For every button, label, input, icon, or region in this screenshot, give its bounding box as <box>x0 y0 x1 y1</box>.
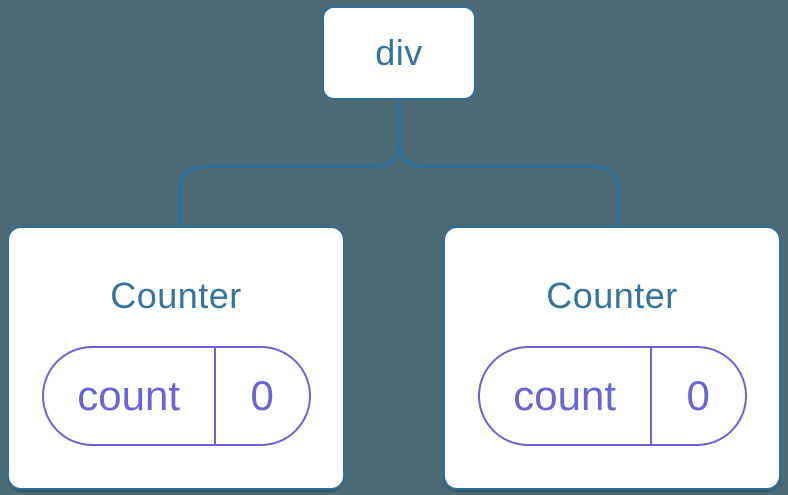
counter-left-state-value: 0 <box>250 372 274 419</box>
counter-node-left: Counter count 0 <box>7 226 345 490</box>
counter-right-title: Counter <box>546 275 678 316</box>
connector-path <box>178 97 620 229</box>
counter-right-state-pill: count 0 <box>477 346 747 446</box>
counter-node-right: Counter count 0 <box>443 226 781 490</box>
root-node-div: div <box>322 6 476 100</box>
root-node-label: div <box>375 32 423 73</box>
counter-right-state-value: 0 <box>686 372 710 419</box>
counter-left-title: Counter <box>110 275 242 316</box>
counter-left-state-pill: count 0 <box>41 346 311 446</box>
counter-right-state-key: count <box>480 348 652 444</box>
counter-left-state-key: count <box>44 348 216 444</box>
